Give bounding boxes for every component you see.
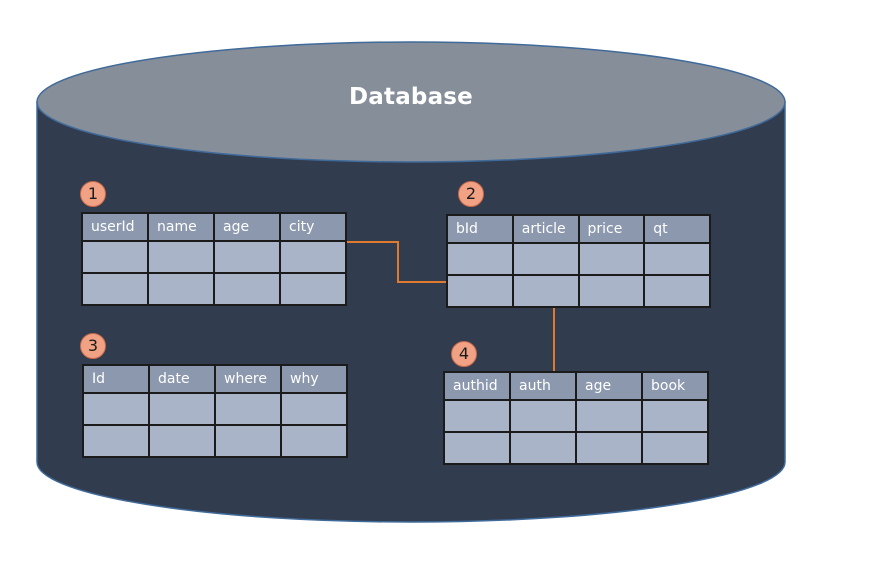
table-badge-3: 3	[80, 333, 106, 359]
column-header: bId	[446, 214, 514, 244]
table-cell	[443, 431, 511, 465]
column-header: city	[279, 212, 347, 242]
column-header: date	[148, 364, 216, 394]
column-header: userId	[81, 212, 149, 242]
column-header: book	[641, 371, 709, 401]
table-row	[443, 431, 709, 465]
table-cell	[509, 399, 577, 433]
table-header-row: userId name age city	[81, 212, 347, 242]
table-cell	[279, 240, 347, 274]
table-cell	[511, 242, 580, 276]
table-cell	[280, 392, 348, 426]
table-cell	[147, 272, 215, 306]
table-cell	[641, 399, 709, 433]
table-cell	[147, 240, 215, 274]
column-header: auth	[509, 371, 577, 401]
column-header: name	[147, 212, 215, 242]
table-cell	[511, 274, 580, 308]
table-cell	[81, 272, 149, 306]
table-3: Id date where why	[82, 364, 348, 458]
column-header: Id	[82, 364, 150, 394]
table-row	[443, 399, 709, 433]
table-cell	[214, 392, 282, 426]
table-row	[446, 242, 711, 276]
table-row	[446, 274, 711, 308]
table-badge-1: 1	[80, 181, 106, 207]
table-2: bId article price qt	[446, 214, 711, 308]
table-cell	[446, 242, 514, 276]
table-cell	[577, 274, 646, 308]
table-cell	[575, 399, 643, 433]
table-row	[81, 272, 347, 306]
table-1: userId name age city	[81, 212, 347, 306]
column-header: price	[577, 214, 646, 244]
table-cell	[575, 431, 643, 465]
table-badge-2: 2	[458, 181, 484, 207]
table-cell	[213, 272, 281, 306]
table-cell	[82, 392, 150, 426]
table-badge-4: 4	[451, 341, 477, 367]
table-header-row: authid auth age book	[443, 371, 709, 401]
table-cell	[280, 424, 348, 458]
table-header-row: bId article price qt	[446, 214, 711, 244]
table-cell	[643, 274, 711, 308]
table-cell	[443, 399, 511, 433]
table-cell	[643, 242, 711, 276]
column-header: where	[214, 364, 282, 394]
table-cell	[81, 240, 149, 274]
column-header: why	[280, 364, 348, 394]
table-cell	[279, 272, 347, 306]
column-header: authid	[443, 371, 511, 401]
table-cell	[214, 424, 282, 458]
table-cell	[641, 431, 709, 465]
column-header: article	[511, 214, 580, 244]
table-cell	[82, 424, 150, 458]
column-header: age	[575, 371, 643, 401]
cylinder-top	[36, 41, 786, 163]
table-cell	[446, 274, 514, 308]
column-header: qt	[643, 214, 711, 244]
table-cell	[509, 431, 577, 465]
table-row	[81, 240, 347, 274]
database-title: Database	[348, 84, 473, 110]
table-cell	[213, 240, 281, 274]
table-cell	[148, 392, 216, 426]
table-cell	[577, 242, 646, 276]
table-4: authid auth age book	[443, 371, 709, 465]
table-row	[82, 392, 348, 426]
connector-1-2	[346, 241, 447, 283]
column-header: age	[213, 212, 281, 242]
table-cell	[148, 424, 216, 458]
table-header-row: Id date where why	[82, 364, 348, 394]
table-row	[82, 424, 348, 458]
